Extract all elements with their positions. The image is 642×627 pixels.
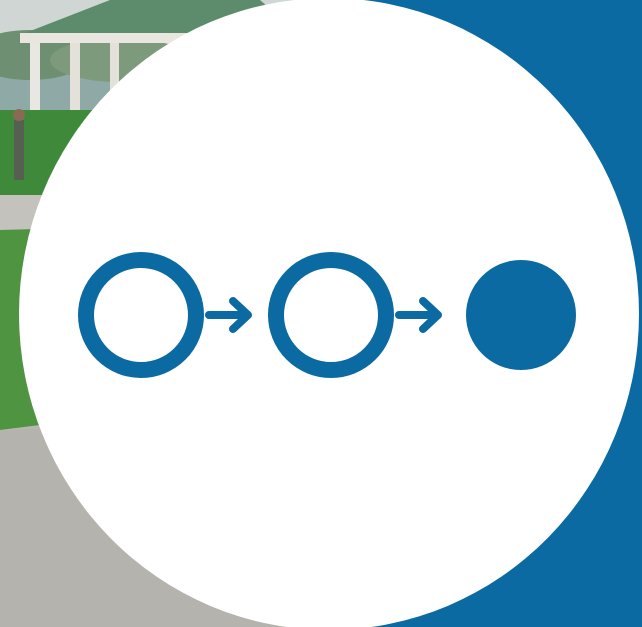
step-1-open-circle-icon bbox=[86, 260, 196, 370]
step-3-filled-circle-icon bbox=[466, 260, 576, 370]
arrow-right-icon bbox=[209, 301, 248, 329]
step-2-open-circle-icon bbox=[276, 260, 386, 370]
arrow-right-icon bbox=[399, 301, 438, 329]
